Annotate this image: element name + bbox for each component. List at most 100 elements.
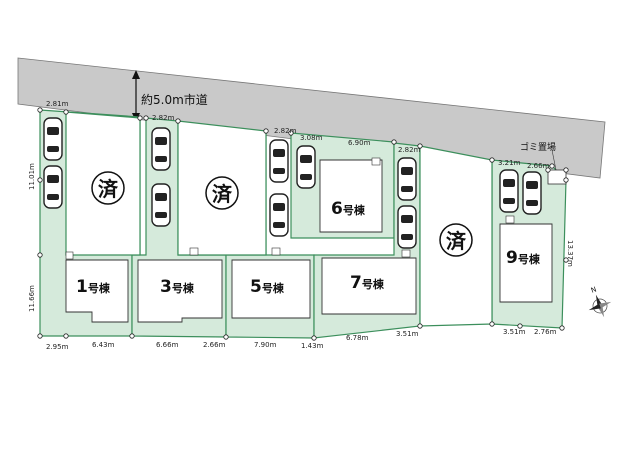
building-1-suffix: 号棟 — [88, 281, 111, 295]
entrance-6 — [371, 157, 381, 166]
dim-top-lot1: 2.81m — [46, 100, 69, 108]
building-7-suffix: 号棟 — [362, 277, 385, 291]
sold-mark-c: 済 — [439, 223, 473, 257]
boundary-post — [563, 177, 569, 183]
sold-marks: 済 済 済 — [91, 171, 473, 257]
building-5-outline — [231, 259, 311, 319]
boundary-post — [223, 334, 229, 340]
building-6-suffix: 号棟 — [343, 203, 366, 217]
building-3-label: 3号棟 — [160, 277, 195, 297]
boundary-post — [263, 128, 269, 134]
dim-bottom-5a: 7.90m — [254, 341, 277, 349]
boundary-post — [549, 163, 555, 169]
sold-mark-text: 済 — [212, 182, 233, 206]
dim-top-lot7: 2.82m — [398, 146, 421, 154]
sold-mark-circle — [439, 223, 473, 257]
entrance-5 — [271, 247, 281, 256]
dim-bottom-3b: 2.66m — [203, 341, 226, 349]
compass-north-label: N — [590, 285, 598, 294]
parked-car-icon — [269, 193, 289, 237]
building-3-number: 3 — [160, 277, 172, 297]
entrance-9 — [505, 215, 515, 224]
boundary-post — [37, 177, 43, 183]
boundary-post — [63, 333, 69, 339]
compass-needle-east — [599, 301, 612, 309]
road-arrow-head-top — [132, 70, 140, 79]
boundary-post — [563, 257, 569, 263]
building-7-number: 7 — [350, 273, 362, 293]
dim-top-lot9a: 3.21m — [498, 159, 521, 167]
boundary-post — [63, 109, 69, 115]
sold-mark-b: 済 — [205, 176, 239, 210]
entrance-1 — [65, 251, 74, 260]
building-5-suffix: 号棟 — [262, 281, 285, 295]
building-9-outline — [499, 223, 553, 303]
dim-bottom-9b: 2.76m — [534, 328, 557, 336]
entrance-3 — [189, 247, 199, 256]
building-6-outline — [319, 159, 383, 233]
road-label: 約5.0m市道 — [141, 92, 208, 107]
building-3-suffix: 号棟 — [172, 281, 195, 295]
garbage-label: ゴミ置場 — [520, 141, 556, 153]
boundary-post — [563, 167, 569, 173]
dim-left-upper: 11.01m — [28, 163, 36, 190]
building-6-label: 6号棟 — [331, 199, 366, 219]
boundary-post — [391, 139, 397, 145]
building-7-label: 7号棟 — [350, 273, 385, 293]
building-5-label: 5号棟 — [250, 277, 285, 297]
parking-cars — [43, 117, 542, 249]
dimension-labels: 2.81m 2.82m 2.82m 3.08m 6.90m 2.82m 3.21… — [28, 100, 574, 351]
building-9-number: 9 — [506, 248, 518, 268]
building-9-suffix: 号棟 — [518, 252, 541, 266]
dim-top-lot3: 2.82m — [152, 114, 175, 122]
parked-car-icon — [43, 165, 63, 209]
parked-car-icon — [397, 157, 417, 201]
building-labels: 1号棟 3号棟 5号棟 7号棟 6号棟 9号棟 — [76, 199, 541, 297]
dim-bottom-7a: 6.78m — [346, 334, 369, 342]
boundary-post — [37, 252, 43, 258]
road — [17, 57, 606, 179]
entrance-7 — [401, 249, 411, 258]
dim-top-lot5: 2.82m — [274, 127, 297, 135]
building-3-outline — [137, 259, 223, 323]
parked-car-icon — [397, 205, 417, 249]
boundary-post — [175, 118, 181, 124]
boundary-post — [517, 323, 523, 329]
parked-car-icon — [296, 145, 316, 189]
dim-right-side: 13.37m — [566, 240, 574, 267]
building-6-number: 6 — [331, 199, 343, 219]
dim-bottom-9a: 3.51m — [503, 328, 526, 336]
parked-car-icon — [499, 169, 519, 213]
building-outlines — [65, 159, 553, 323]
garbage-leader — [551, 149, 557, 171]
dim-top-lot9b: 2.66m — [527, 162, 550, 170]
garbage-area — [547, 169, 567, 185]
compass-rose: N — [588, 285, 612, 318]
boundary-posts — [37, 107, 569, 341]
sold-mark-circle — [205, 176, 239, 210]
sold-mark-circle — [91, 171, 125, 205]
boundary-post — [137, 115, 143, 121]
building-5-number: 5 — [250, 277, 262, 297]
boundary-post — [37, 333, 43, 339]
parked-car-icon — [269, 139, 289, 183]
boundary-post — [37, 107, 43, 113]
entrance-markers — [65, 157, 515, 260]
boundary-post — [489, 157, 495, 163]
sold-mark-text: 済 — [98, 177, 119, 201]
boundary-post — [417, 143, 423, 149]
boundary-post — [143, 115, 149, 121]
dim-bottom-7b: 3.51m — [396, 330, 419, 338]
building-9-label: 9号棟 — [506, 248, 541, 268]
boundary-post — [129, 333, 135, 339]
building-1-label: 1号棟 — [76, 277, 111, 297]
sold-mark-text: 済 — [446, 229, 467, 253]
boundary-post — [545, 167, 551, 173]
parked-car-icon — [151, 127, 171, 171]
dim-bottom-5b: 1.43m — [301, 342, 324, 350]
boundary-post — [417, 323, 423, 329]
dim-bottom-1a: 2.95m — [46, 343, 69, 351]
dim-left-lower: 11.66m — [28, 285, 36, 312]
